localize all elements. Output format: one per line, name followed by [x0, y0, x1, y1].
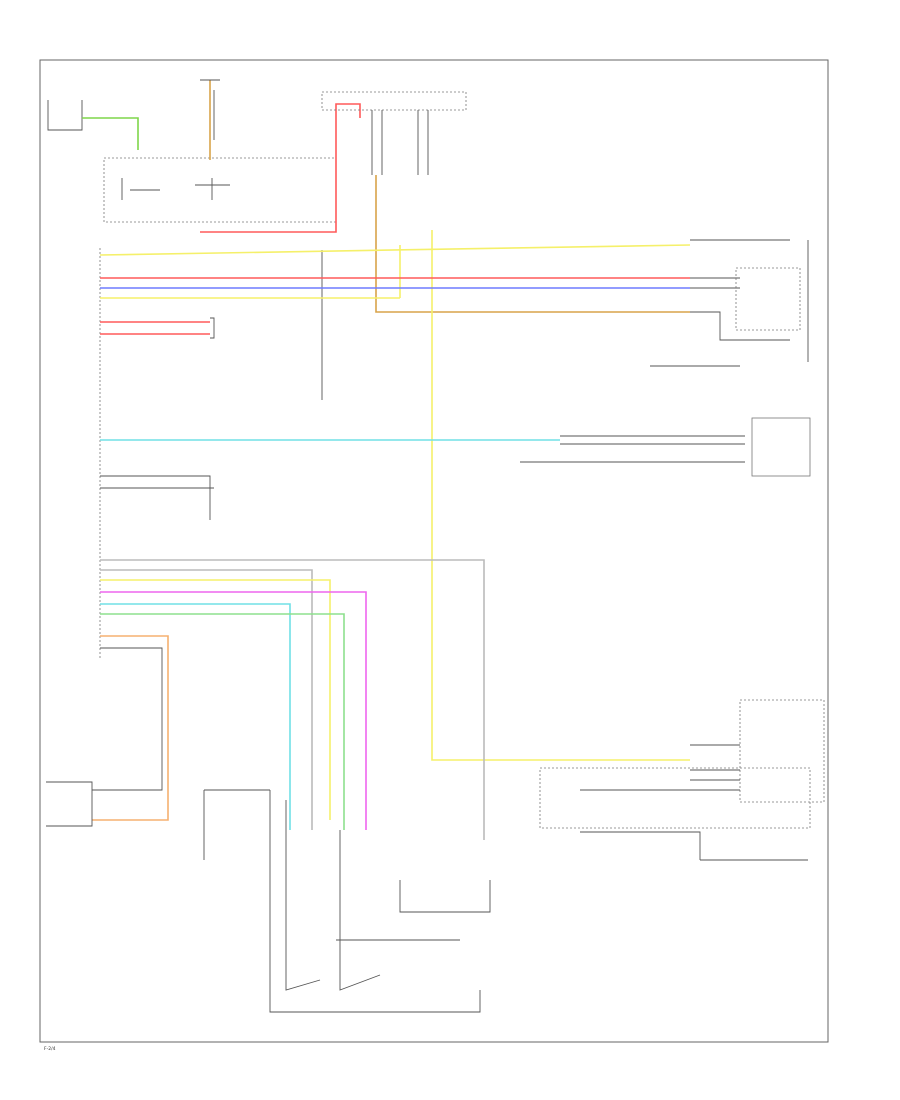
corner-label: F-2/4	[44, 1046, 56, 1052]
bottom-left-component	[46, 781, 93, 827]
right-module	[751, 417, 811, 477]
pale-green-line-lower	[100, 613, 345, 830]
bottom-switch-frame	[269, 790, 481, 1013]
yellow-line-lower	[100, 579, 331, 820]
yellow-wire-long	[431, 230, 690, 761]
orange-wire-relay	[375, 175, 690, 313]
gray-line-lower	[100, 559, 485, 840]
bottom-right-inner	[539, 767, 811, 829]
right-relay-block	[690, 239, 790, 341]
right-relay-dashed	[735, 267, 801, 331]
top-left-component	[47, 100, 83, 131]
gray-line-lower-2	[100, 569, 313, 830]
black-line-lower	[92, 647, 163, 791]
diagram-frame	[39, 59, 829, 1043]
cyan-line-lower	[100, 603, 291, 830]
ground-lower	[203, 789, 270, 860]
red-wire-top	[200, 103, 361, 233]
black-line-ground	[100, 475, 211, 520]
bottom-switch-box	[399, 880, 491, 913]
light-orange-line-lower	[92, 635, 169, 821]
bottom-right-lines	[580, 744, 808, 861]
bottom-switch-lines	[285, 800, 460, 991]
yellow-line-1	[99, 244, 691, 256]
control-unit-internal	[121, 178, 230, 200]
bottom-right-module	[739, 699, 825, 803]
top-relay-legs	[371, 110, 429, 175]
magenta-line-lower	[100, 591, 367, 830]
short-connector-1	[210, 317, 215, 339]
fuse-top	[200, 79, 220, 140]
top-relay-box	[321, 91, 467, 111]
cyan-line-connector	[560, 435, 745, 445]
green-wire-top	[82, 117, 139, 150]
